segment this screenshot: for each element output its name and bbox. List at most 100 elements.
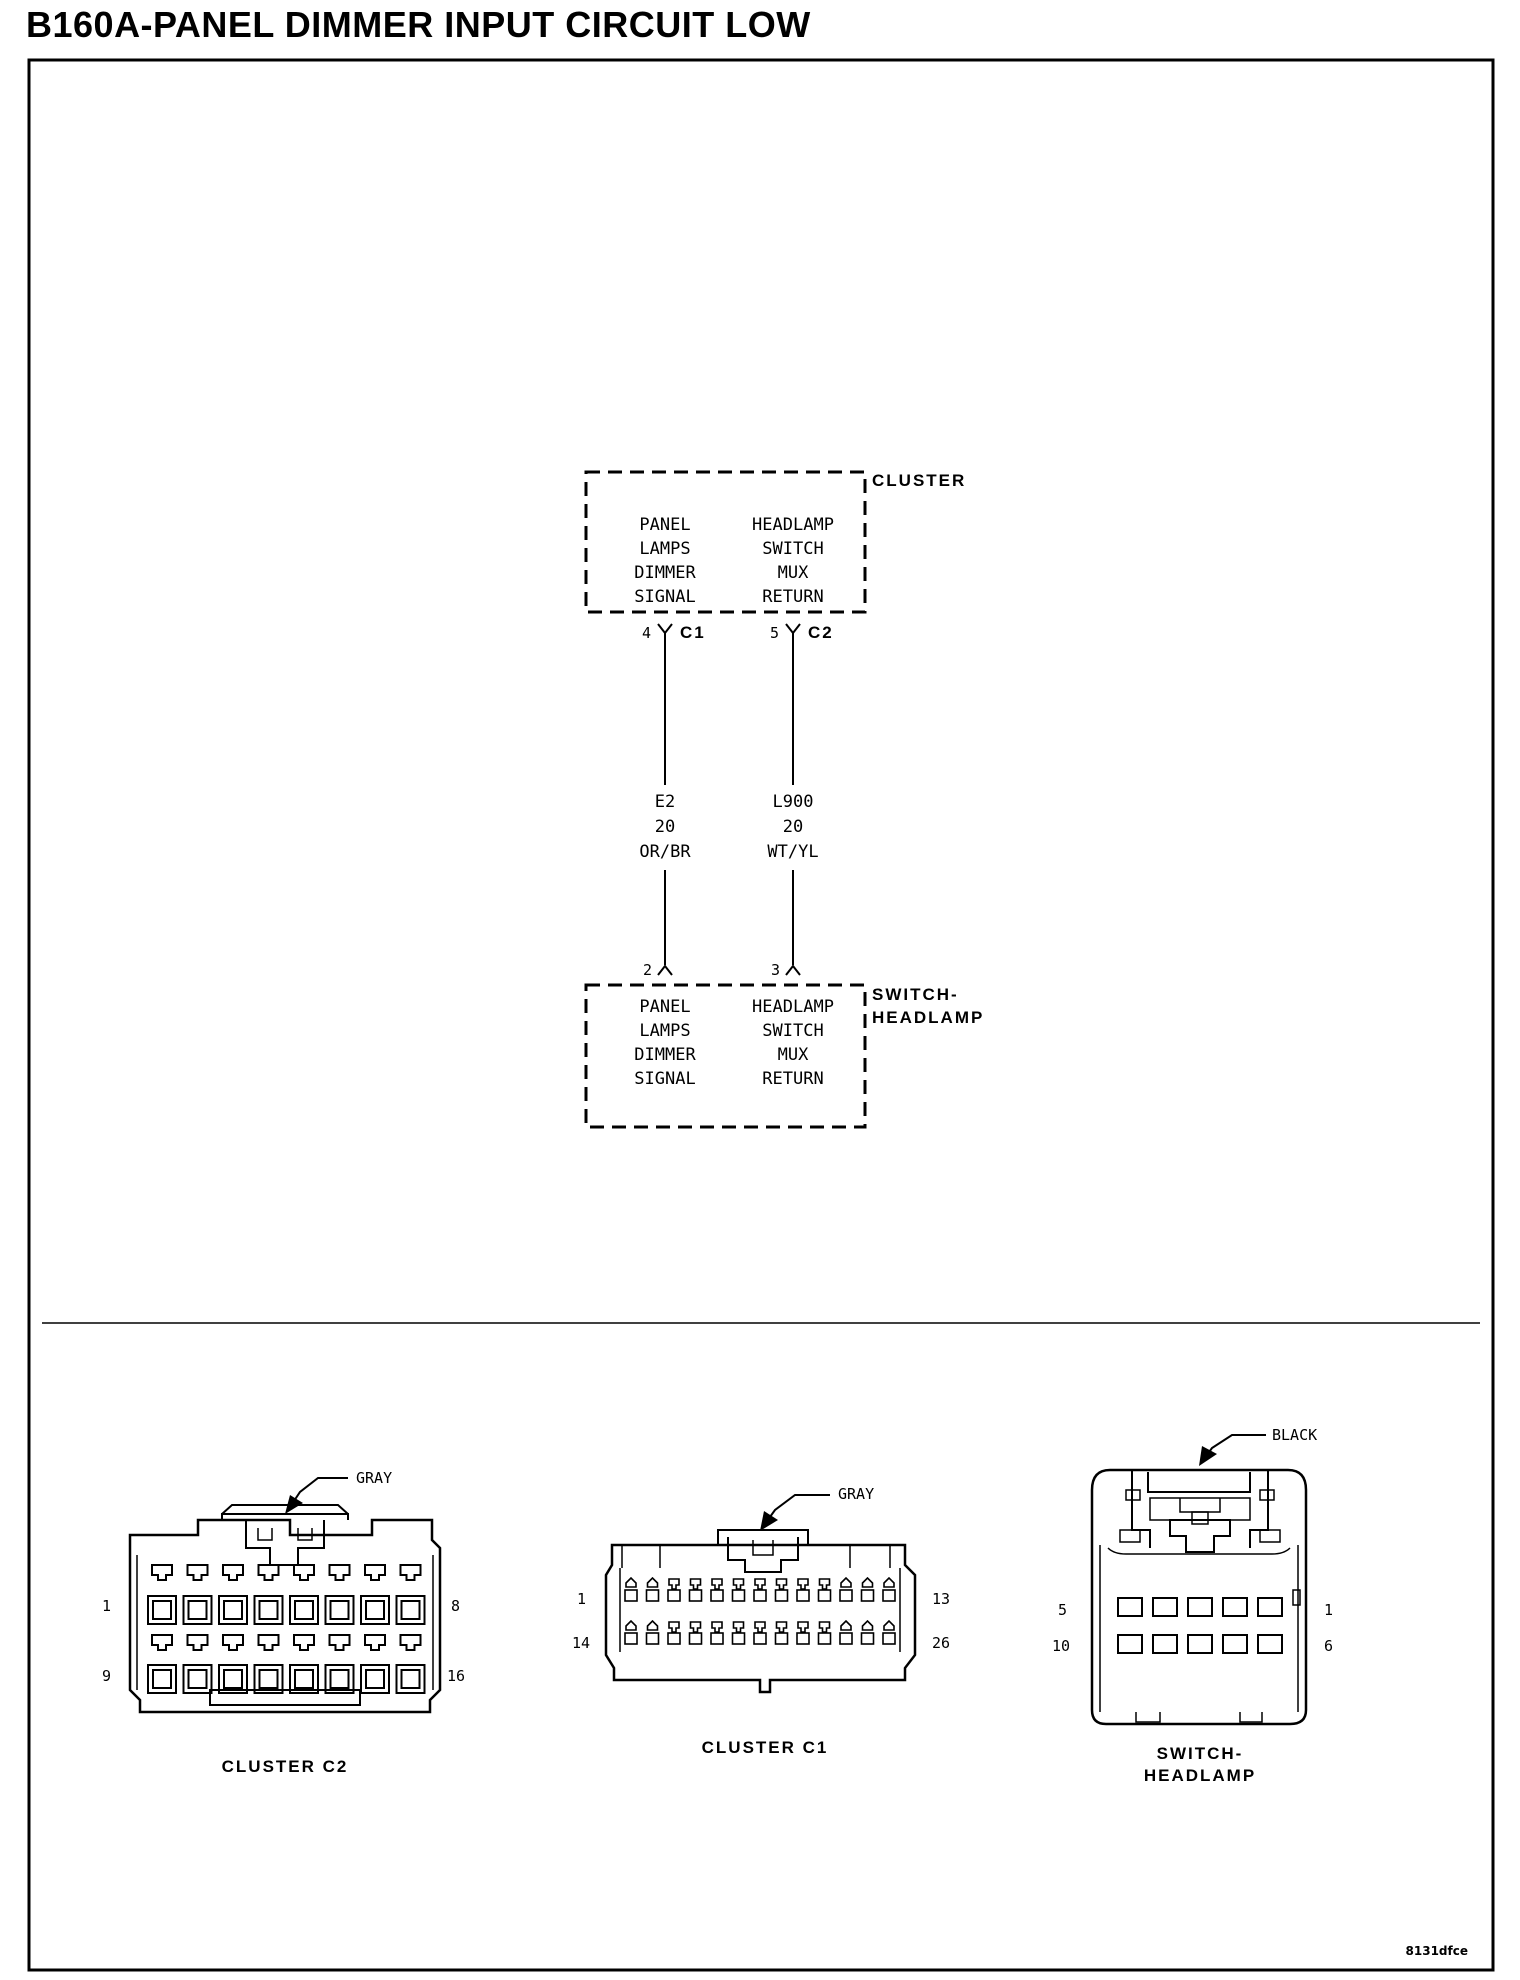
page-frame <box>27 58 1495 1972</box>
cluster-c1-cavity <box>688 1578 703 1602</box>
cluster-conn-c2: C2 <box>808 623 834 642</box>
wire-l900: L900 20 WT/YL <box>767 633 819 965</box>
cluster-pin-4: 4 <box>642 624 651 642</box>
switch-headlamp-pin-5: 5 <box>1058 1601 1067 1619</box>
switch-left-func-3: DIMMER <box>634 1045 696 1065</box>
cluster-c1-cavity <box>731 1578 746 1602</box>
switch-headlamp-cavity <box>1222 1597 1248 1617</box>
cluster-c1-cavity <box>753 1578 767 1602</box>
cluster-c2-tab <box>364 1564 386 1581</box>
cluster-c2-cavity <box>289 1664 319 1694</box>
cluster-c2-tab <box>364 1634 386 1651</box>
cluster-c2-tab <box>293 1634 315 1651</box>
wire-e2: E2 20 OR/BR <box>639 633 691 965</box>
cluster-c1-cavity <box>860 1577 875 1602</box>
cluster-c1-cavity <box>731 1621 746 1645</box>
switch-left-func-4: SIGNAL <box>634 1069 695 1089</box>
cluster-c1-cavity <box>624 1620 638 1645</box>
cluster-right-func-4: RETURN <box>762 587 823 607</box>
switch-headlamp-cavities-row-1 <box>1117 1597 1283 1617</box>
cluster-pin-5: 5 <box>770 624 779 642</box>
switch-headlamp-component: 2 3 SWITCH- HEADLAMP PANEL LAMPS DIMMER … <box>584 961 984 1129</box>
cluster-c2-tab <box>151 1634 173 1651</box>
cluster-c1-cavity <box>774 1621 789 1645</box>
cluster-c2-cavity <box>182 1595 213 1625</box>
cluster-c1-cavity <box>624 1577 638 1602</box>
cluster-c1-pin-1: 1 <box>577 1590 586 1608</box>
cluster-c2-terminals-row-2 <box>147 1634 426 1694</box>
cluster-left-func-3: DIMMER <box>634 563 696 583</box>
cluster-c1-cavity <box>796 1621 810 1645</box>
cluster-c2-cavity <box>182 1664 213 1694</box>
cluster-c1-connector: GRAY 1 13 14 26 CLUSTER C1 <box>572 1485 950 1757</box>
cluster-c2-cavity <box>395 1595 426 1625</box>
cluster-left-func-1: PANEL <box>639 515 690 535</box>
cluster-c1-color: GRAY <box>838 1485 874 1503</box>
cluster-c2-pin-9: 9 <box>102 1667 111 1685</box>
wire-l900-circuit: L900 <box>773 792 814 812</box>
cluster-c1-cavity <box>817 1578 832 1602</box>
cluster-c2-connector: GRAY 1 8 9 16 CLUSTER C2 <box>102 1469 465 1776</box>
figure-id: 8131dfce <box>1406 1944 1468 1958</box>
cluster-c2-pin-16: 16 <box>447 1667 465 1685</box>
cluster-c1-cavity <box>753 1621 767 1645</box>
cluster-c2-tab <box>257 1564 280 1581</box>
wire-l900-color: WT/YL <box>767 842 818 862</box>
cluster-c1-cavity <box>796 1578 810 1602</box>
cluster-c2-cavity <box>253 1664 284 1694</box>
cluster-c1-cavity <box>710 1621 724 1645</box>
cluster-c2-pin-1: 1 <box>102 1597 111 1615</box>
cluster-c1-cavity <box>645 1577 660 1602</box>
switch-right-func-4: RETURN <box>762 1069 823 1089</box>
cluster-c1-cavity <box>882 1620 896 1645</box>
cluster-c2-tab <box>186 1564 209 1581</box>
cluster-c1-cavity <box>710 1578 724 1602</box>
cluster-c1-cavity <box>667 1621 681 1645</box>
switch-headlamp-pin-10: 10 <box>1052 1637 1070 1655</box>
cluster-c2-cavity <box>360 1664 390 1694</box>
switch-headlamp-label-line2: HEADLAMP <box>1144 1766 1256 1785</box>
cluster-c1-pin-13: 13 <box>932 1590 950 1608</box>
wire-e2-color: OR/BR <box>639 842 691 862</box>
switch-headlamp-cavity <box>1117 1634 1143 1654</box>
cluster-c1-cavity <box>860 1620 875 1645</box>
wire-e2-gauge: 20 <box>655 817 675 837</box>
cluster-c1-cavity <box>774 1578 789 1602</box>
switch-headlamp-cavity <box>1152 1597 1178 1617</box>
cluster-c2-label: CLUSTER C2 <box>222 1757 349 1776</box>
cluster-c2-cavity <box>147 1595 177 1625</box>
cluster-c2-terminal-icon <box>785 623 801 635</box>
cluster-right-func-2: SWITCH <box>762 539 823 559</box>
cluster-c1-pin-14: 14 <box>572 1634 590 1652</box>
switch-headlamp-cavity <box>1187 1597 1213 1617</box>
cluster-right-func-1: HEADLAMP <box>752 515 834 535</box>
cluster-c2-cavity <box>218 1595 248 1625</box>
cluster-c2-tab <box>293 1564 315 1581</box>
switch-left-func-2: LAMPS <box>639 1021 690 1041</box>
switch-headlamp-cavity <box>1152 1634 1178 1654</box>
cluster-name: CLUSTER <box>872 471 966 490</box>
switch-headlamp-pin-1: 1 <box>1324 1601 1333 1619</box>
cluster-c2-cavity <box>324 1595 355 1625</box>
cluster-c1-label: CLUSTER C1 <box>702 1738 829 1757</box>
cluster-c1-cavity <box>645 1620 660 1645</box>
cluster-c1-cavity <box>667 1578 681 1602</box>
cluster-c2-tab <box>399 1564 422 1581</box>
cluster-c2-tab <box>222 1564 244 1581</box>
switch-headlamp-label-line1: SWITCH- <box>1157 1744 1244 1763</box>
cluster-right-func-3: MUX <box>778 563 809 583</box>
cluster-c2-tab <box>186 1634 209 1651</box>
cluster-c2-cavity <box>395 1664 426 1694</box>
switch-headlamp-cavity <box>1187 1634 1213 1654</box>
cluster-c1-terminal-icon <box>657 623 673 635</box>
switch-name-line2: HEADLAMP <box>872 1008 984 1027</box>
cluster-c2-cavity <box>289 1595 319 1625</box>
switch-pin-2-terminal-icon <box>657 964 673 976</box>
switch-headlamp-cavity <box>1222 1634 1248 1654</box>
switch-pin-2: 2 <box>643 961 652 979</box>
cluster-left-func-4: SIGNAL <box>634 587 695 607</box>
cluster-c2-tab <box>399 1634 422 1651</box>
wire-l900-gauge: 20 <box>783 817 803 837</box>
cluster-c2-terminals-row-1 <box>147 1564 426 1625</box>
